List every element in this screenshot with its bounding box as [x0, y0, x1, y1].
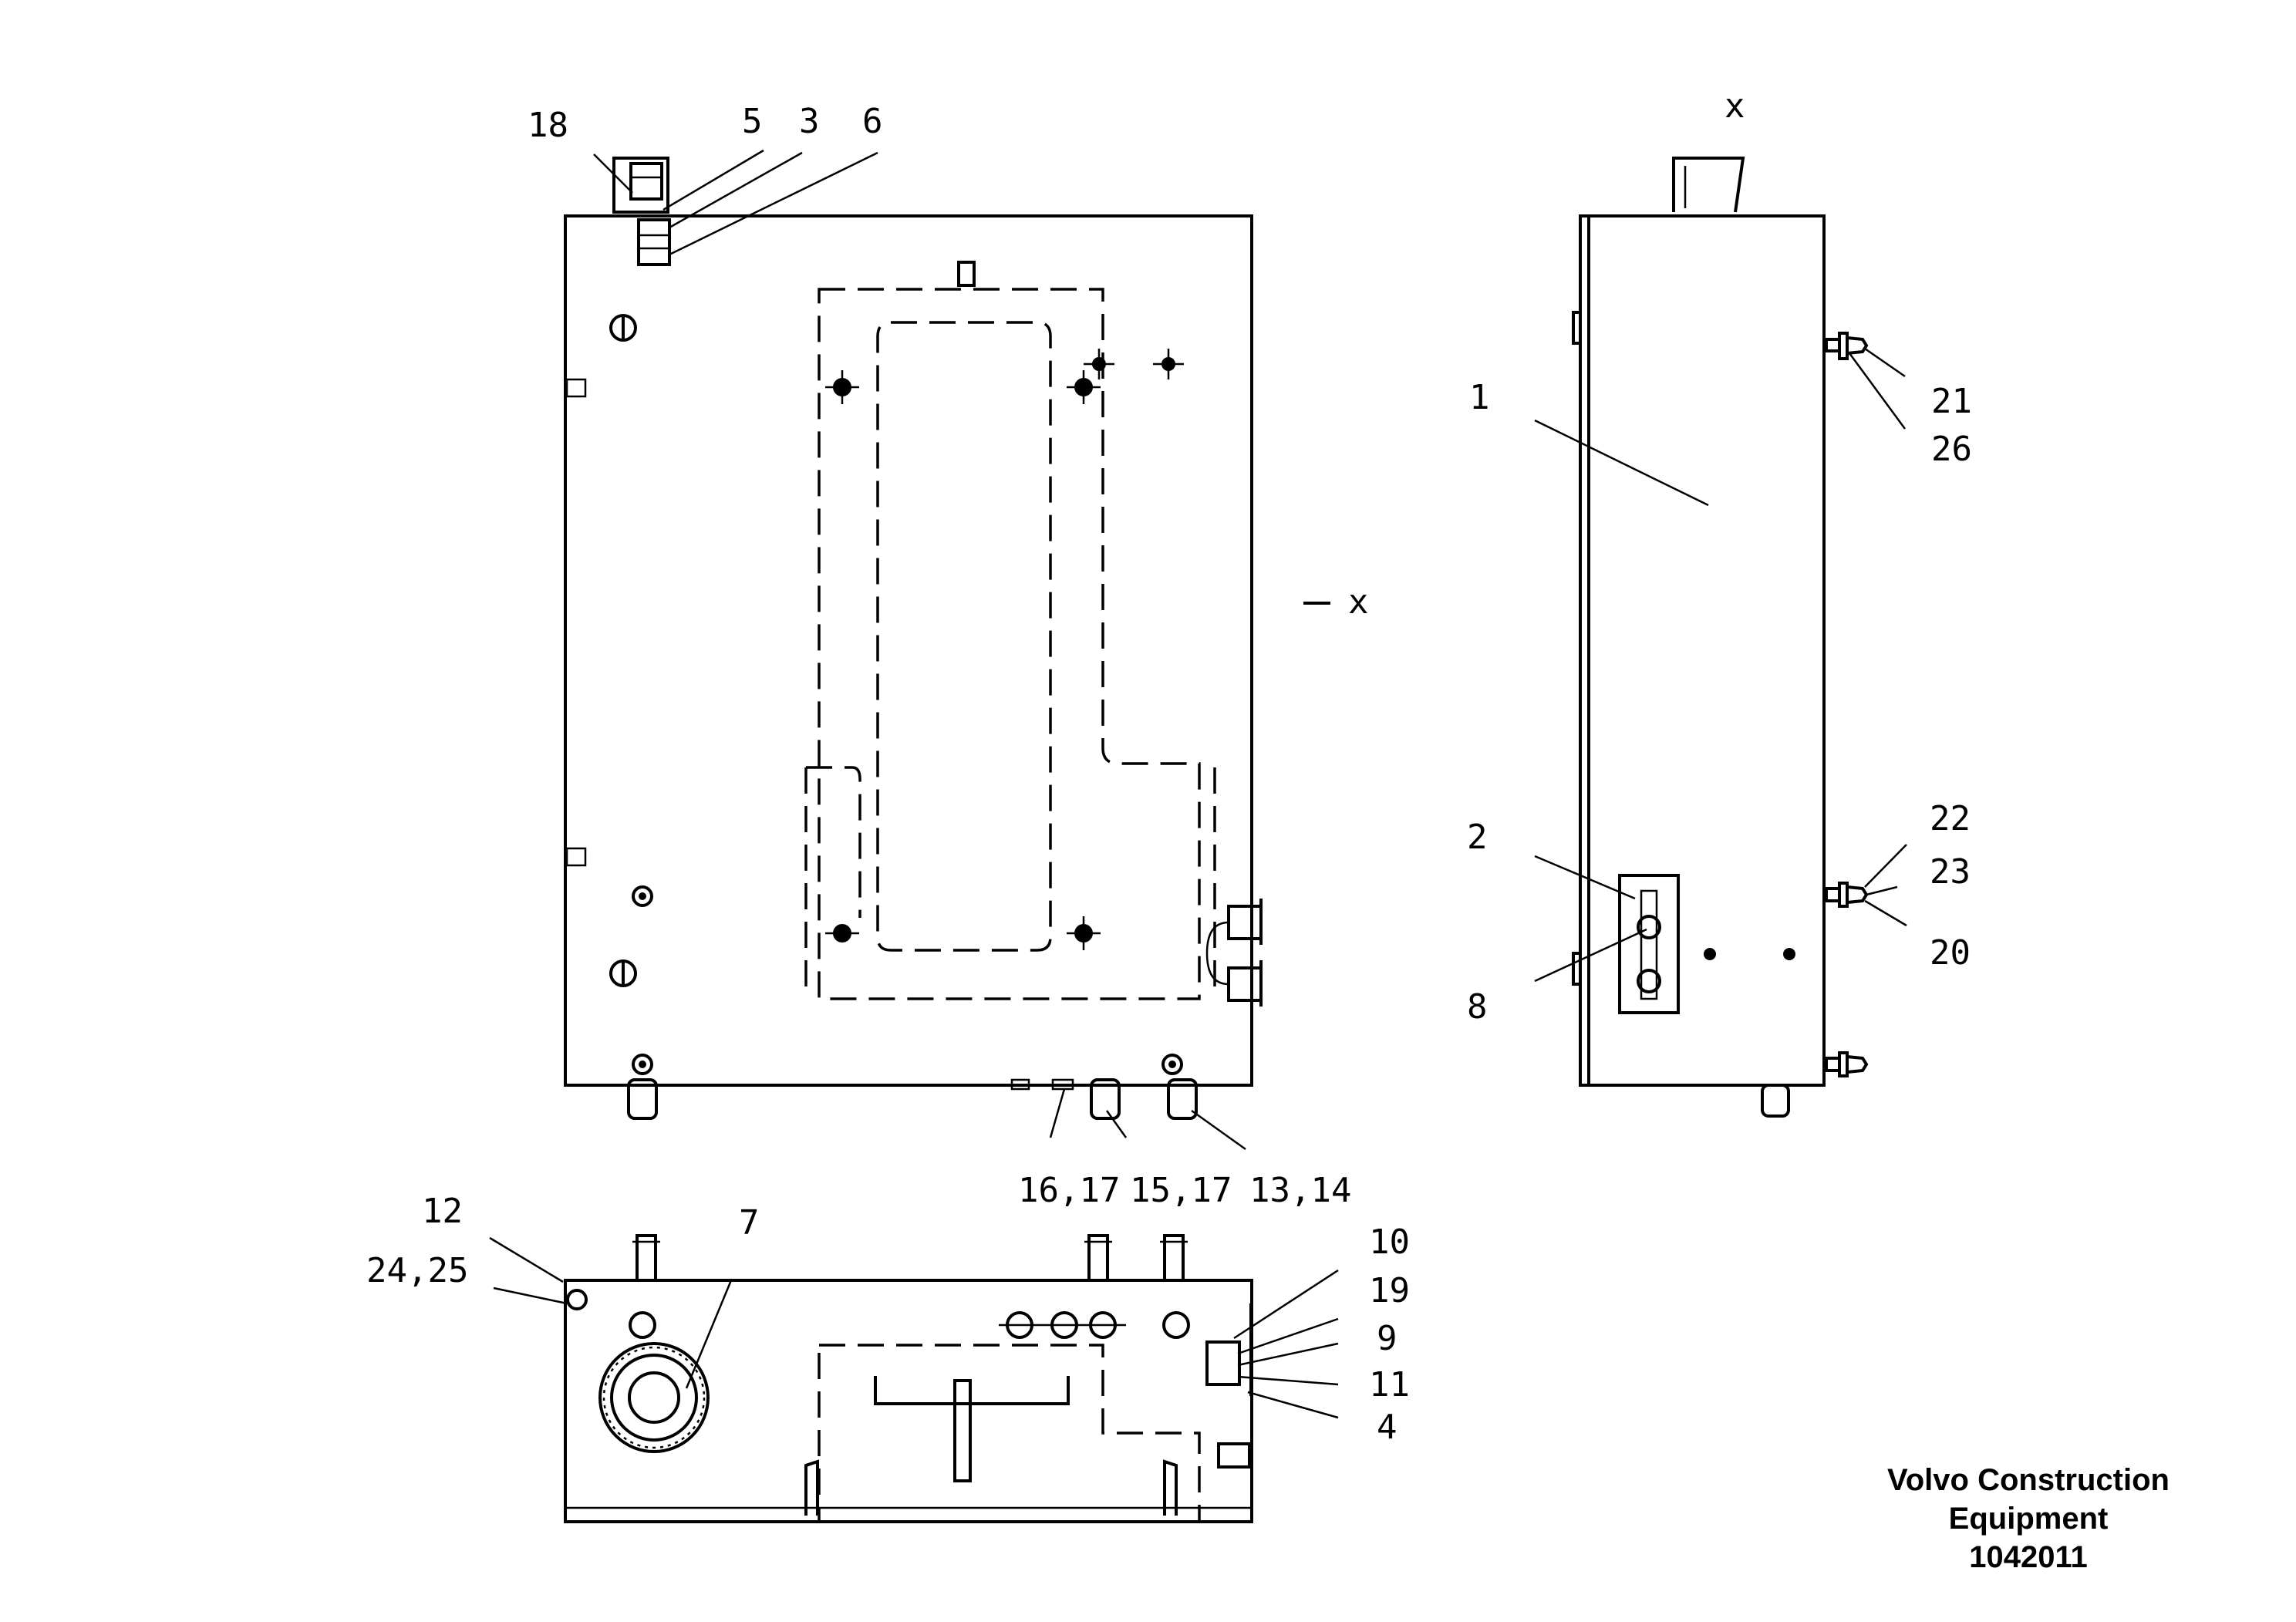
callout-8: 8	[1467, 987, 1488, 1027]
callout-21: 21	[1931, 382, 1972, 421]
callout-9: 9	[1377, 1319, 1397, 1358]
filler-cap	[612, 157, 671, 266]
manufacturer-credit: Volvo Construction Equipment 1042011	[1887, 1463, 2170, 1574]
bottom-lug	[566, 1289, 588, 1310]
callout-23: 23	[1930, 852, 1971, 892]
bottom-rails	[804, 1459, 1178, 1516]
bottom-view-body	[564, 1279, 1253, 1523]
hidden-inner-panel	[876, 321, 1052, 952]
bottom-glands	[627, 1078, 1198, 1120]
bottom-view-screws	[632, 1234, 1188, 1482]
credit-line-1: Volvo Construction	[1887, 1463, 2170, 1497]
callout-x-section: x	[1348, 582, 1369, 622]
leader-lines	[489, 149, 1907, 1419]
callout-x-top: x	[1725, 86, 1745, 126]
side-bottom-gland	[1761, 1084, 1790, 1118]
side-fittings	[1825, 332, 1869, 1077]
side-latch	[1572, 311, 1582, 345]
bottom-view-filler	[598, 1342, 710, 1453]
part-number: 1042011	[1969, 1540, 2088, 1574]
callout-20: 20	[1930, 933, 1971, 973]
bottom-view	[564, 1234, 1253, 1523]
callout-1: 1	[1469, 378, 1490, 417]
callout-22: 22	[1930, 799, 1971, 838]
callout-6: 6	[862, 102, 883, 141]
bottom-connector	[1205, 1340, 1241, 1386]
side-hole	[1704, 948, 1716, 960]
hinge-marks	[565, 378, 587, 867]
bottom-view-nuts	[629, 1311, 1190, 1339]
callout-18: 18	[528, 106, 568, 145]
callout-26: 26	[1931, 430, 1972, 469]
callout-12: 12	[422, 1192, 463, 1231]
credit-line-2: Equipment	[1949, 1502, 2109, 1536]
side-connectors	[1205, 899, 1263, 1007]
callout-2: 2	[1467, 818, 1488, 857]
callout-7: 7	[739, 1203, 760, 1243]
side-view-body	[1579, 214, 1826, 1087]
callout-3: 3	[799, 102, 820, 141]
callout-labels: 18 5 3 6 x x 1 21 26 2 8 22 23 20 16,17 …	[366, 86, 1972, 1447]
front-view	[564, 157, 1330, 1120]
callout-4: 4	[1377, 1408, 1397, 1447]
callout-10: 10	[1369, 1222, 1410, 1262]
hidden-bracket-outline	[818, 288, 1201, 1000]
side-latch	[1572, 952, 1582, 986]
side-view	[1572, 157, 1869, 1118]
callout-19: 19	[1369, 1271, 1410, 1310]
mounting-holes	[632, 349, 1184, 1075]
level-gauge	[1618, 874, 1680, 1014]
bottom-hidden-outline	[818, 1344, 1201, 1523]
bottom-side-fitting	[1217, 1442, 1251, 1469]
front-view-plugs	[609, 261, 976, 987]
callout-15-17: 15,17	[1130, 1171, 1232, 1210]
callout-16-17: 16,17	[1018, 1171, 1120, 1210]
callout-11: 11	[1369, 1365, 1410, 1404]
callout-24-25: 24,25	[366, 1251, 468, 1290]
callout-5: 5	[742, 102, 763, 141]
front-view-body	[564, 214, 1253, 1087]
side-hole	[1783, 948, 1795, 960]
callout-13-14: 13,14	[1249, 1171, 1351, 1210]
